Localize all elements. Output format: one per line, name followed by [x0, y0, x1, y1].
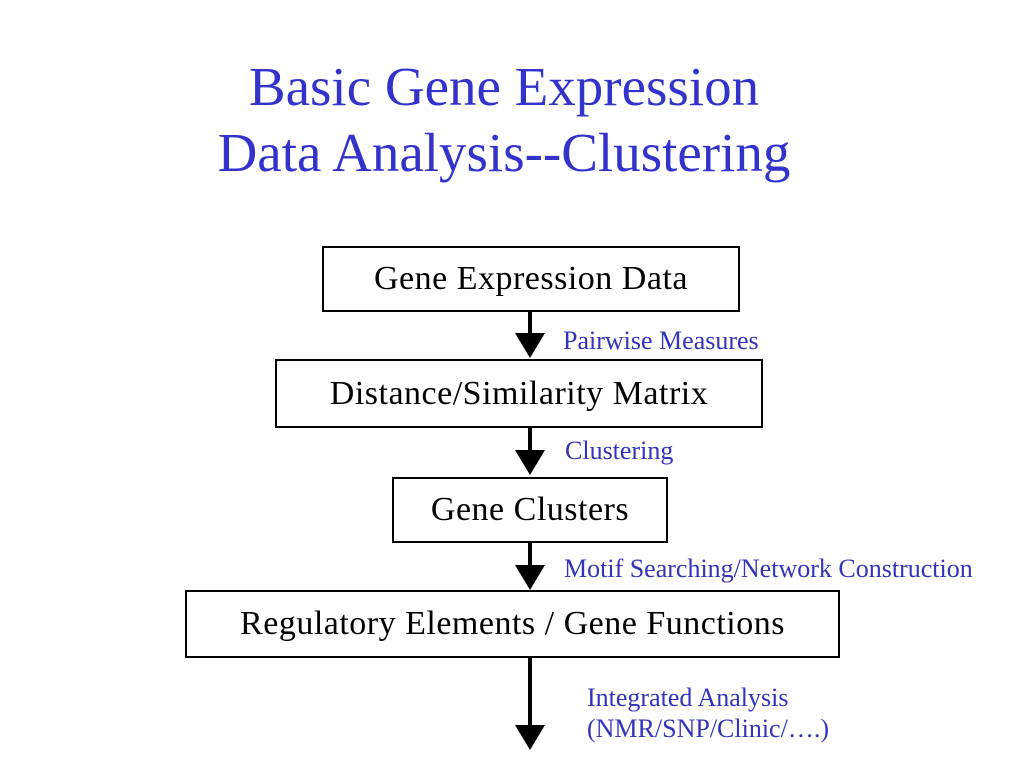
- arrow-label-motif-searching: Motif Searching/Network Construction: [564, 554, 973, 583]
- arrow-label-integrated-analysis-line2: (NMR/SNP/Clinic/….): [587, 714, 829, 743]
- arrow-shaft: [528, 428, 532, 455]
- arrow-shaft: [528, 543, 532, 570]
- down-arrow-4: [515, 658, 545, 750]
- arrow-shaft: [528, 658, 532, 730]
- flow-box-label: Distance/Similarity Matrix: [329, 374, 709, 412]
- flow-box-gene-expression-data: Gene Expression Data: [322, 246, 740, 312]
- flow-box-gene-clusters: Gene Clusters: [392, 477, 668, 543]
- down-arrow-3: [515, 543, 545, 590]
- flow-box-label: Gene Clusters: [430, 491, 630, 528]
- arrow-label-integrated-analysis: Integrated Analysis (NMR/SNP/Clinic/….): [587, 682, 829, 744]
- down-arrow-head-icon: [515, 725, 545, 750]
- down-arrow-head-icon: [515, 333, 545, 358]
- down-arrow-1: [515, 312, 545, 358]
- arrow-label-clustering: Clustering: [565, 436, 674, 465]
- slide-title: Basic Gene Expression Data Analysis--Clu…: [0, 54, 1008, 186]
- arrow-label-pairwise-measures: Pairwise Measures: [563, 326, 759, 355]
- flow-box-label: Gene Expression Data: [373, 260, 688, 297]
- down-arrow-head-icon: [515, 565, 545, 590]
- flow-box-distance-similarity-matrix: Distance/Similarity Matrix: [275, 359, 763, 428]
- arrow-shaft: [528, 312, 532, 338]
- slide-title-line1: Basic Gene Expression: [248, 56, 760, 117]
- flow-box-regulatory-elements-gene-functions: Regulatory Elements / Gene Functions: [185, 590, 840, 658]
- flow-box-label: Regulatory Elements / Gene Functions: [240, 605, 785, 642]
- arrow-label-integrated-analysis-line1: Integrated Analysis: [587, 683, 789, 712]
- down-arrow-2: [515, 428, 545, 475]
- slide-title-line2: Data Analysis--Clustering: [217, 122, 791, 183]
- down-arrow-head-icon: [515, 450, 545, 475]
